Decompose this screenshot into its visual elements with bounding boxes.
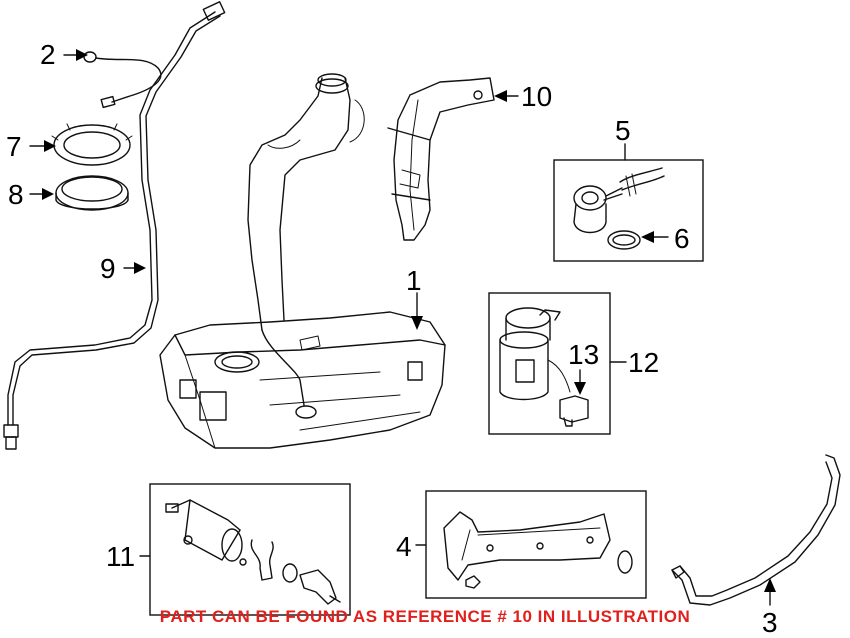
sensor-wire-part-2 [83, 51, 162, 109]
callout-6: 6 [674, 223, 690, 254]
callout-12: 12 [628, 347, 659, 378]
callout-11: 11 [106, 541, 135, 572]
callout-8: 8 [8, 179, 24, 210]
callout-3: 3 [762, 607, 778, 638]
callout-4: 4 [396, 531, 412, 562]
callout-9: 9 [100, 253, 116, 284]
callout-10: 10 [521, 81, 552, 112]
callout-2: 2 [40, 39, 56, 70]
leader-lines [29, 49, 776, 606]
sender-unit-part-5 [573, 167, 665, 234]
callout-5: 5 [615, 115, 631, 146]
lock-ring-part-7 [51, 123, 133, 166]
fuel-filter-part-11 [165, 499, 341, 605]
detail-box-4 [425, 490, 647, 599]
connector-part-13 [559, 395, 589, 427]
callout-7: 7 [6, 131, 22, 162]
fuel-tank-part-1 [159, 73, 446, 449]
o-ring-part-6 [607, 230, 641, 250]
tank-strap-part-3 [671, 454, 841, 606]
callout-1: 1 [406, 265, 422, 296]
reference-note: PART CAN BE FOUND AS REFERENCE # 10 IN I… [159, 607, 691, 626]
bracket-part-4 [443, 511, 633, 589]
fuel-line-part-9 [3, 1, 226, 450]
filler-bracket-part-10 [387, 77, 495, 241]
seal-ring-part-8 [55, 175, 129, 211]
detail-box-5-6 [553, 159, 704, 262]
callout-13: 13 [568, 339, 599, 370]
detail-box-12-13 [488, 292, 611, 435]
fuel-pump-part-12 [499, 307, 571, 401]
detail-box-11 [149, 483, 351, 616]
